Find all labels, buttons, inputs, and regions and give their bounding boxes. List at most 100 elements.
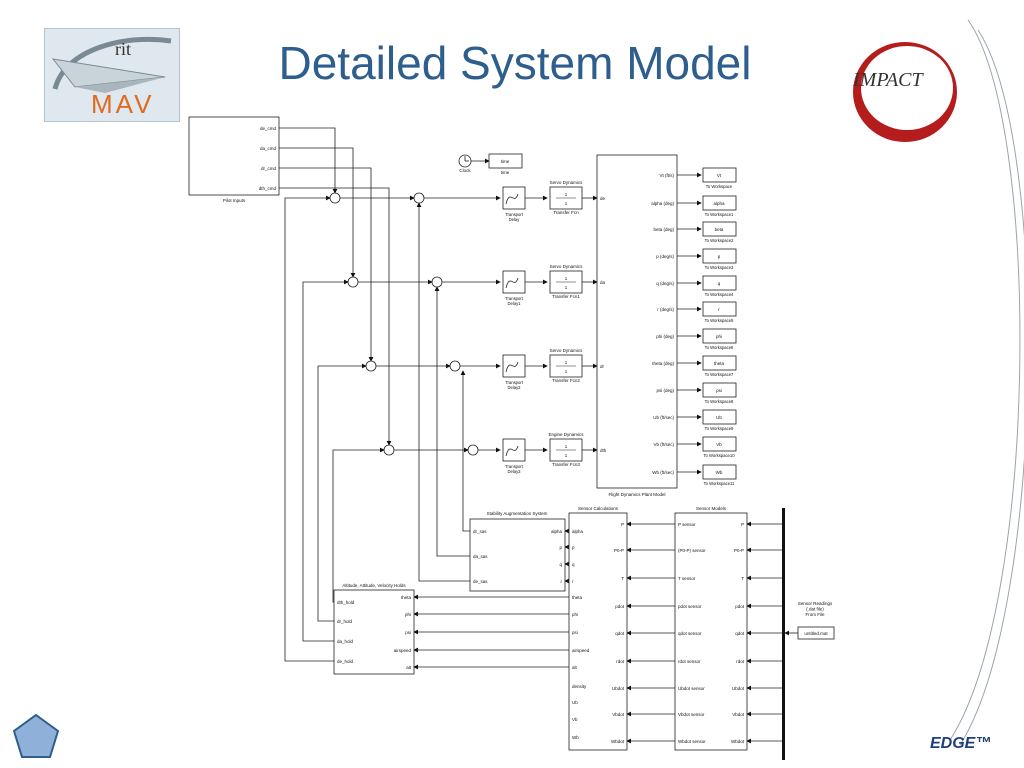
home-pentagon-button[interactable] — [12, 713, 60, 759]
workspace-label: To Workspace9 — [705, 426, 734, 431]
transport-delay-label: Transport — [505, 296, 524, 301]
from-file-note: Sensor Readings — [798, 601, 833, 606]
plant-output-label: beta (deg) — [653, 227, 674, 232]
pilot-inputs-label: Pilot Inputs — [223, 198, 246, 203]
plant-label: Flight Dynamics Plant Model — [608, 492, 665, 497]
to-workspace-block — [702, 221, 737, 237]
pilot-port-label: de_cmd — [260, 126, 277, 131]
sensor-calc-input-label: P — [621, 522, 624, 527]
sas-title: Stability Augmentation System — [487, 511, 548, 516]
sensor-model-out-label: Wbdot sensor — [678, 739, 706, 744]
transport-delay-label: Transport — [505, 464, 524, 469]
footer-brand: EDGE™ — [930, 735, 992, 752]
signal-line — [279, 187, 392, 446]
clock-label: Clock — [459, 168, 471, 173]
sas-output-label: de_sas — [473, 579, 488, 584]
plant-output-label: Vt (ft/s) — [660, 173, 675, 178]
plant-output-label: alpha (deg) — [651, 201, 674, 206]
plant-input-label: de — [600, 196, 606, 201]
sensor-calc-title: Sensor Calculations — [578, 506, 619, 511]
rit-mav-logo: rit MAV — [44, 28, 180, 122]
tf-denominator: 1 — [565, 285, 568, 290]
sensor-model-out-label: P sensor — [678, 522, 696, 527]
slide-title: Detailed System Model — [278, 37, 752, 89]
signal-line — [416, 202, 470, 582]
sensor-model-out-label: Vbdot sensor — [678, 712, 705, 717]
sensor-calc-output-label: phi — [572, 612, 578, 617]
holds-output-label: da_hold — [337, 639, 354, 644]
workspace-label: To Workspace — [706, 184, 733, 189]
sensor-calc-input-label: Ubdot — [612, 686, 625, 691]
sensor-model-in-label: pdot — [735, 604, 745, 609]
dynamics-title: Servo Dynamics — [550, 264, 584, 269]
sensor-models-block — [674, 512, 748, 751]
holds-title: Altitude, Attitude, Velocity Holds — [342, 583, 406, 588]
sensor-model-out-label: (P0-P) sensor — [678, 548, 706, 553]
sum-junction — [431, 276, 443, 288]
transfer-fcn-label: Transfer Fcn1 — [552, 294, 580, 299]
signal-line — [279, 167, 374, 362]
to-workspace-block — [702, 355, 737, 371]
to-workspace-block — [702, 436, 737, 452]
transfer-fcn-label: Transfer Fcn2 — [552, 378, 580, 383]
sensor-model-out-label: Ubdot sensor — [678, 686, 705, 691]
sum-junction — [383, 444, 395, 456]
workspace-var: r — [718, 307, 720, 312]
sum-junction — [449, 360, 461, 372]
from-file-note: (.dat file) — [806, 607, 824, 612]
signal-line — [284, 195, 334, 662]
plant-output-label: theta (deg) — [652, 361, 674, 366]
holds-input-label: psi — [405, 630, 411, 635]
signal-line — [460, 370, 470, 532]
plant-output-label: psi (deg) — [656, 388, 674, 393]
transfer-fcn-label: Transfer Fcn3 — [552, 462, 580, 467]
to-workspace-block — [702, 167, 737, 183]
workspace-label: To Workspace8 — [705, 399, 734, 404]
sum-junction — [467, 444, 479, 456]
plant-output-label: phi (deg) — [656, 334, 674, 339]
sensor-calc-input-label: Wbdot — [611, 739, 625, 744]
plant-output-label: q (deg/s) — [656, 281, 674, 286]
sas-input-label: p — [559, 545, 562, 550]
sensor-calc-input-label: qdot — [615, 631, 625, 636]
sensor-calc-output-label: Vb — [572, 717, 578, 722]
sas-input-label: q — [559, 562, 562, 567]
transport-delay-label: Transport — [505, 212, 524, 217]
workspace-var: theta — [714, 361, 725, 366]
to-workspace-block — [702, 301, 737, 317]
pilot-port-label: da_cmd — [260, 146, 277, 151]
sum-junction — [347, 276, 359, 288]
holds-block — [333, 589, 415, 675]
sum-junction — [365, 360, 377, 372]
to-workspace-block — [702, 328, 737, 344]
transport-delay-icon — [505, 277, 519, 289]
workspace-var: alpha — [713, 201, 725, 206]
sensor-model-out-label: T sensor — [678, 576, 696, 581]
signal-line — [279, 127, 338, 194]
sensor-model-out-label: qdot sensor — [678, 631, 702, 636]
plant-output-label: Vb (ft/sec) — [653, 442, 674, 447]
sensor-calc-output-label: psi — [572, 630, 578, 635]
sensor-calc-output-label: Wb — [572, 735, 579, 740]
plant-input-label: dr — [600, 364, 605, 369]
plant-output-label: Wb (ft/sec) — [652, 470, 674, 475]
sensor-calc-block — [568, 512, 628, 751]
impact-logo: IMPACT — [845, 40, 965, 145]
plant-input-label: dth — [600, 448, 607, 453]
workspace-label: To Workspace3 — [705, 265, 734, 270]
sas-input-label: r — [561, 579, 563, 584]
sensor-calc-output-label: alt — [572, 665, 578, 670]
plant-output-label: r (deg/s) — [657, 307, 674, 312]
bus-bar — [782, 508, 785, 760]
holds-input-label: phi — [405, 612, 411, 617]
sensor-calc-output-label: q — [572, 562, 575, 567]
sensor-models-title: Sensor Models — [696, 506, 727, 511]
transport-delay-icon — [505, 193, 519, 205]
sensor-calc-output-label: airspeed — [572, 648, 590, 653]
workspace-label: To Workspace6 — [705, 345, 734, 350]
to-workspace-block — [702, 382, 737, 398]
transport-delay-label: Delay — [509, 217, 521, 222]
time-label: time — [501, 170, 510, 175]
sas-input-label: alpha — [551, 529, 563, 534]
